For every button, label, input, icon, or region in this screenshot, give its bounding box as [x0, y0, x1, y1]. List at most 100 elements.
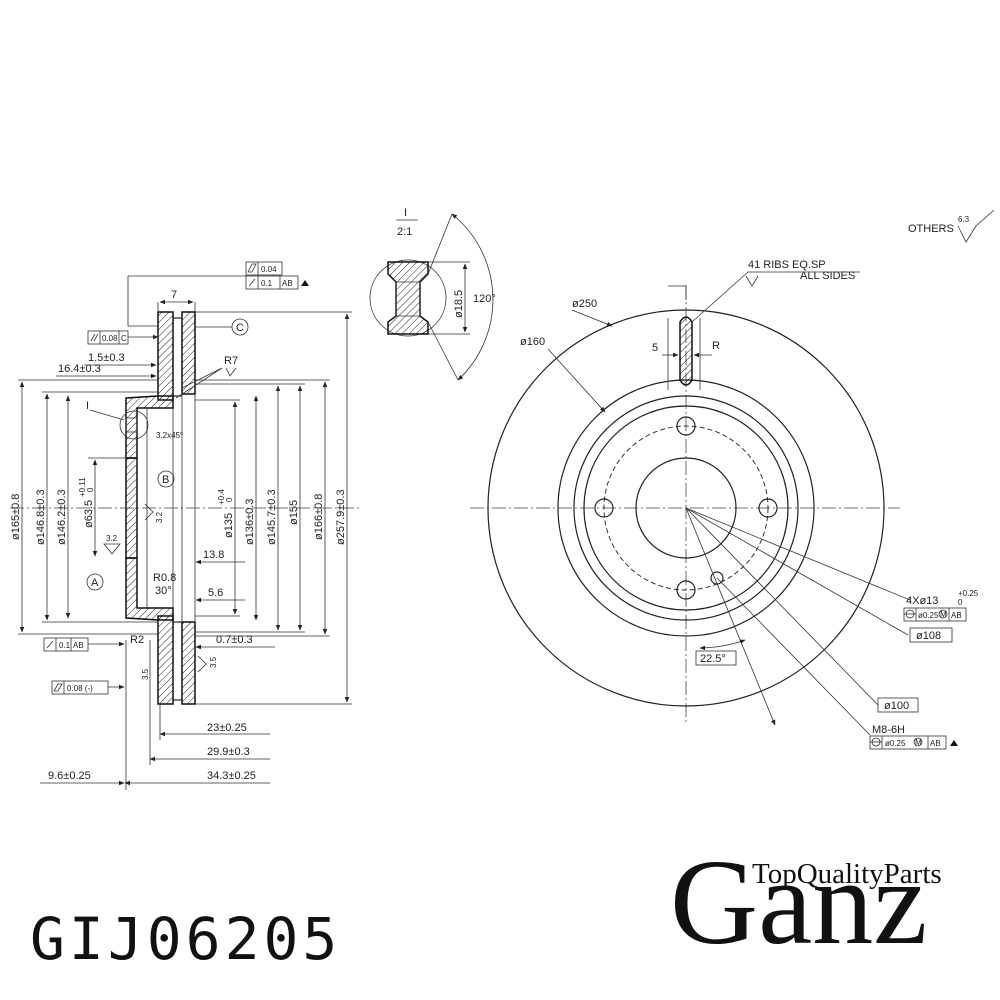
datum-b-label: B	[162, 474, 169, 486]
thread-position-frame: ø0.25 M AB	[869, 735, 958, 750]
dim-d160: ø160	[520, 336, 545, 348]
bolt-hole-left	[594, 498, 614, 518]
rib-slot	[679, 316, 693, 386]
svg-text:AB: AB	[930, 739, 941, 748]
svg-text:C: C	[121, 334, 127, 343]
datum-a-label: A	[91, 577, 99, 589]
width-dimension-lines	[40, 299, 275, 790]
detail-circle	[119, 410, 149, 440]
detail-view: I 2:1 ø18.5 120°	[369, 207, 496, 381]
dim-16-4: 16.4±0.3	[58, 363, 101, 375]
dim-d165: ø165±0.8	[10, 494, 22, 540]
dim-d63-5-tol-bot: 0	[86, 487, 95, 492]
holes-note: 4Xø13	[906, 595, 938, 607]
radius-r2: R2	[130, 634, 144, 646]
dim-d146-8: ø146.8±0.3	[35, 489, 47, 545]
thread-note: M8-6H	[872, 724, 905, 736]
svg-text:0.08 (-): 0.08 (-)	[67, 684, 93, 693]
flatness-frame: 0.04	[245, 261, 283, 276]
angle-22-5: 22.5°	[700, 653, 726, 665]
radius-r7: R7	[224, 355, 238, 367]
dim-d63-5: ø63.5	[83, 500, 95, 528]
holes-tol-top: +0.25	[958, 589, 979, 598]
angle-30: 30°	[155, 585, 172, 597]
ribs-note-2: ALL SIDES	[800, 270, 855, 282]
radius-r0-8: R0.8	[153, 572, 176, 584]
ribs-note: 41 RIBS EQ.SP	[748, 259, 826, 271]
inner-friction-ring-bottom	[181, 621, 196, 705]
dim-0-7: 0.7±0.3	[216, 634, 253, 646]
svg-text:AB: AB	[951, 611, 962, 620]
svg-text:AB: AB	[73, 641, 84, 650]
detail-scale: 2:1	[397, 226, 412, 238]
dim-29-9: 29.9±0.3	[207, 746, 250, 758]
dim-5-6: 5.6	[208, 587, 223, 599]
center-bore	[635, 457, 737, 559]
dim-d155: ø155	[288, 500, 300, 525]
dim-d257-9: ø257.9±0.3	[335, 489, 347, 545]
finish-3-5-left: 3.5	[141, 668, 150, 680]
svg-text:M: M	[915, 738, 922, 747]
dim-d135-tol-top: +0.4	[217, 489, 226, 505]
brand-tagline: TopQualityParts	[752, 858, 942, 890]
bolt-hole-right	[758, 498, 778, 518]
holes-tol-bot: 0	[958, 598, 963, 607]
finish-mark-r7	[225, 367, 237, 377]
svg-text:0.04: 0.04	[261, 265, 277, 274]
dim-d145-7: ø145.7±0.3	[266, 489, 278, 545]
parallelism-frame: 0.08 C	[87, 330, 159, 345]
dim-23: 23±0.25	[207, 722, 247, 734]
dim-d63-5-tol-top: +0.11	[78, 477, 87, 497]
part-number: GIJ06205	[30, 905, 342, 973]
hat-wall-bottom	[125, 557, 174, 621]
finish-3-2-left: 3.2	[106, 534, 118, 543]
dim-d135-tol-bot: 0	[225, 497, 234, 502]
outer-friction-ring	[157, 311, 174, 401]
brand-logo: Ganz	[670, 835, 928, 970]
datum-c-label: C	[236, 322, 244, 334]
bolt-hole-top	[676, 416, 696, 436]
runout-frame-top: 0.1 AB	[127, 275, 309, 327]
svg-text:ø0.25: ø0.25	[885, 739, 906, 748]
svg-text:ø0.25: ø0.25	[918, 611, 939, 620]
dim-d166: ø166±0.8	[313, 494, 325, 540]
inner-friction-ring	[181, 311, 196, 395]
dim-d108: ø108	[916, 630, 941, 642]
finish-mark-3	[197, 655, 207, 673]
dim-34-3: 34.3±0.25	[207, 770, 256, 782]
holes-position-frame: ø0.25 M AB	[903, 607, 967, 622]
datum-b-circle	[157, 470, 175, 488]
outer-friction-ring-bottom	[157, 615, 174, 705]
dim-d136: ø136±0.3	[244, 499, 256, 545]
svg-text:0.1: 0.1	[261, 279, 273, 288]
datum-a-circle	[86, 573, 104, 591]
dim-7: 7	[171, 289, 177, 301]
svg-text:M: M	[940, 610, 947, 619]
hat-outer-edge	[573, 395, 799, 621]
outer-disc-edge	[487, 309, 885, 707]
dim-d135: ø135	[223, 513, 235, 538]
finish-mark-2	[144, 503, 154, 521]
chamfer-note: 3.2x45°	[156, 431, 183, 440]
finish-3-5-right: 3.5	[209, 656, 218, 668]
dim-13-8: 13.8	[203, 549, 224, 561]
dim-1-5: 1.5±0.3	[88, 352, 125, 364]
bolt-circle	[603, 425, 769, 591]
dim-d100: ø100	[884, 700, 909, 712]
runout-frame-left: 0.1 AB	[43, 637, 125, 652]
dim-9-6: 9.6±0.25	[48, 770, 91, 782]
bolt-hole-bottom	[676, 580, 696, 600]
slot-radius: R	[712, 340, 720, 352]
detail-d18-5: ø18.5	[453, 290, 465, 318]
svg-text:0.1: 0.1	[59, 641, 71, 650]
slot-width: 5	[652, 342, 658, 354]
dim-d146-2: ø146.2±0.3	[56, 489, 68, 545]
finish-3-2-mid: 3.2	[155, 511, 164, 523]
svg-text:0.08: 0.08	[102, 334, 118, 343]
others-finish: 6.3	[958, 215, 970, 224]
front-view: 5 R 41 RIBS EQ.SP ALL SIDES OTHERS 6.3 ø…	[470, 209, 995, 750]
finish-mark-1	[103, 543, 121, 555]
detail-scale-mark: I	[404, 207, 407, 219]
dim-d250: ø250	[572, 298, 597, 310]
